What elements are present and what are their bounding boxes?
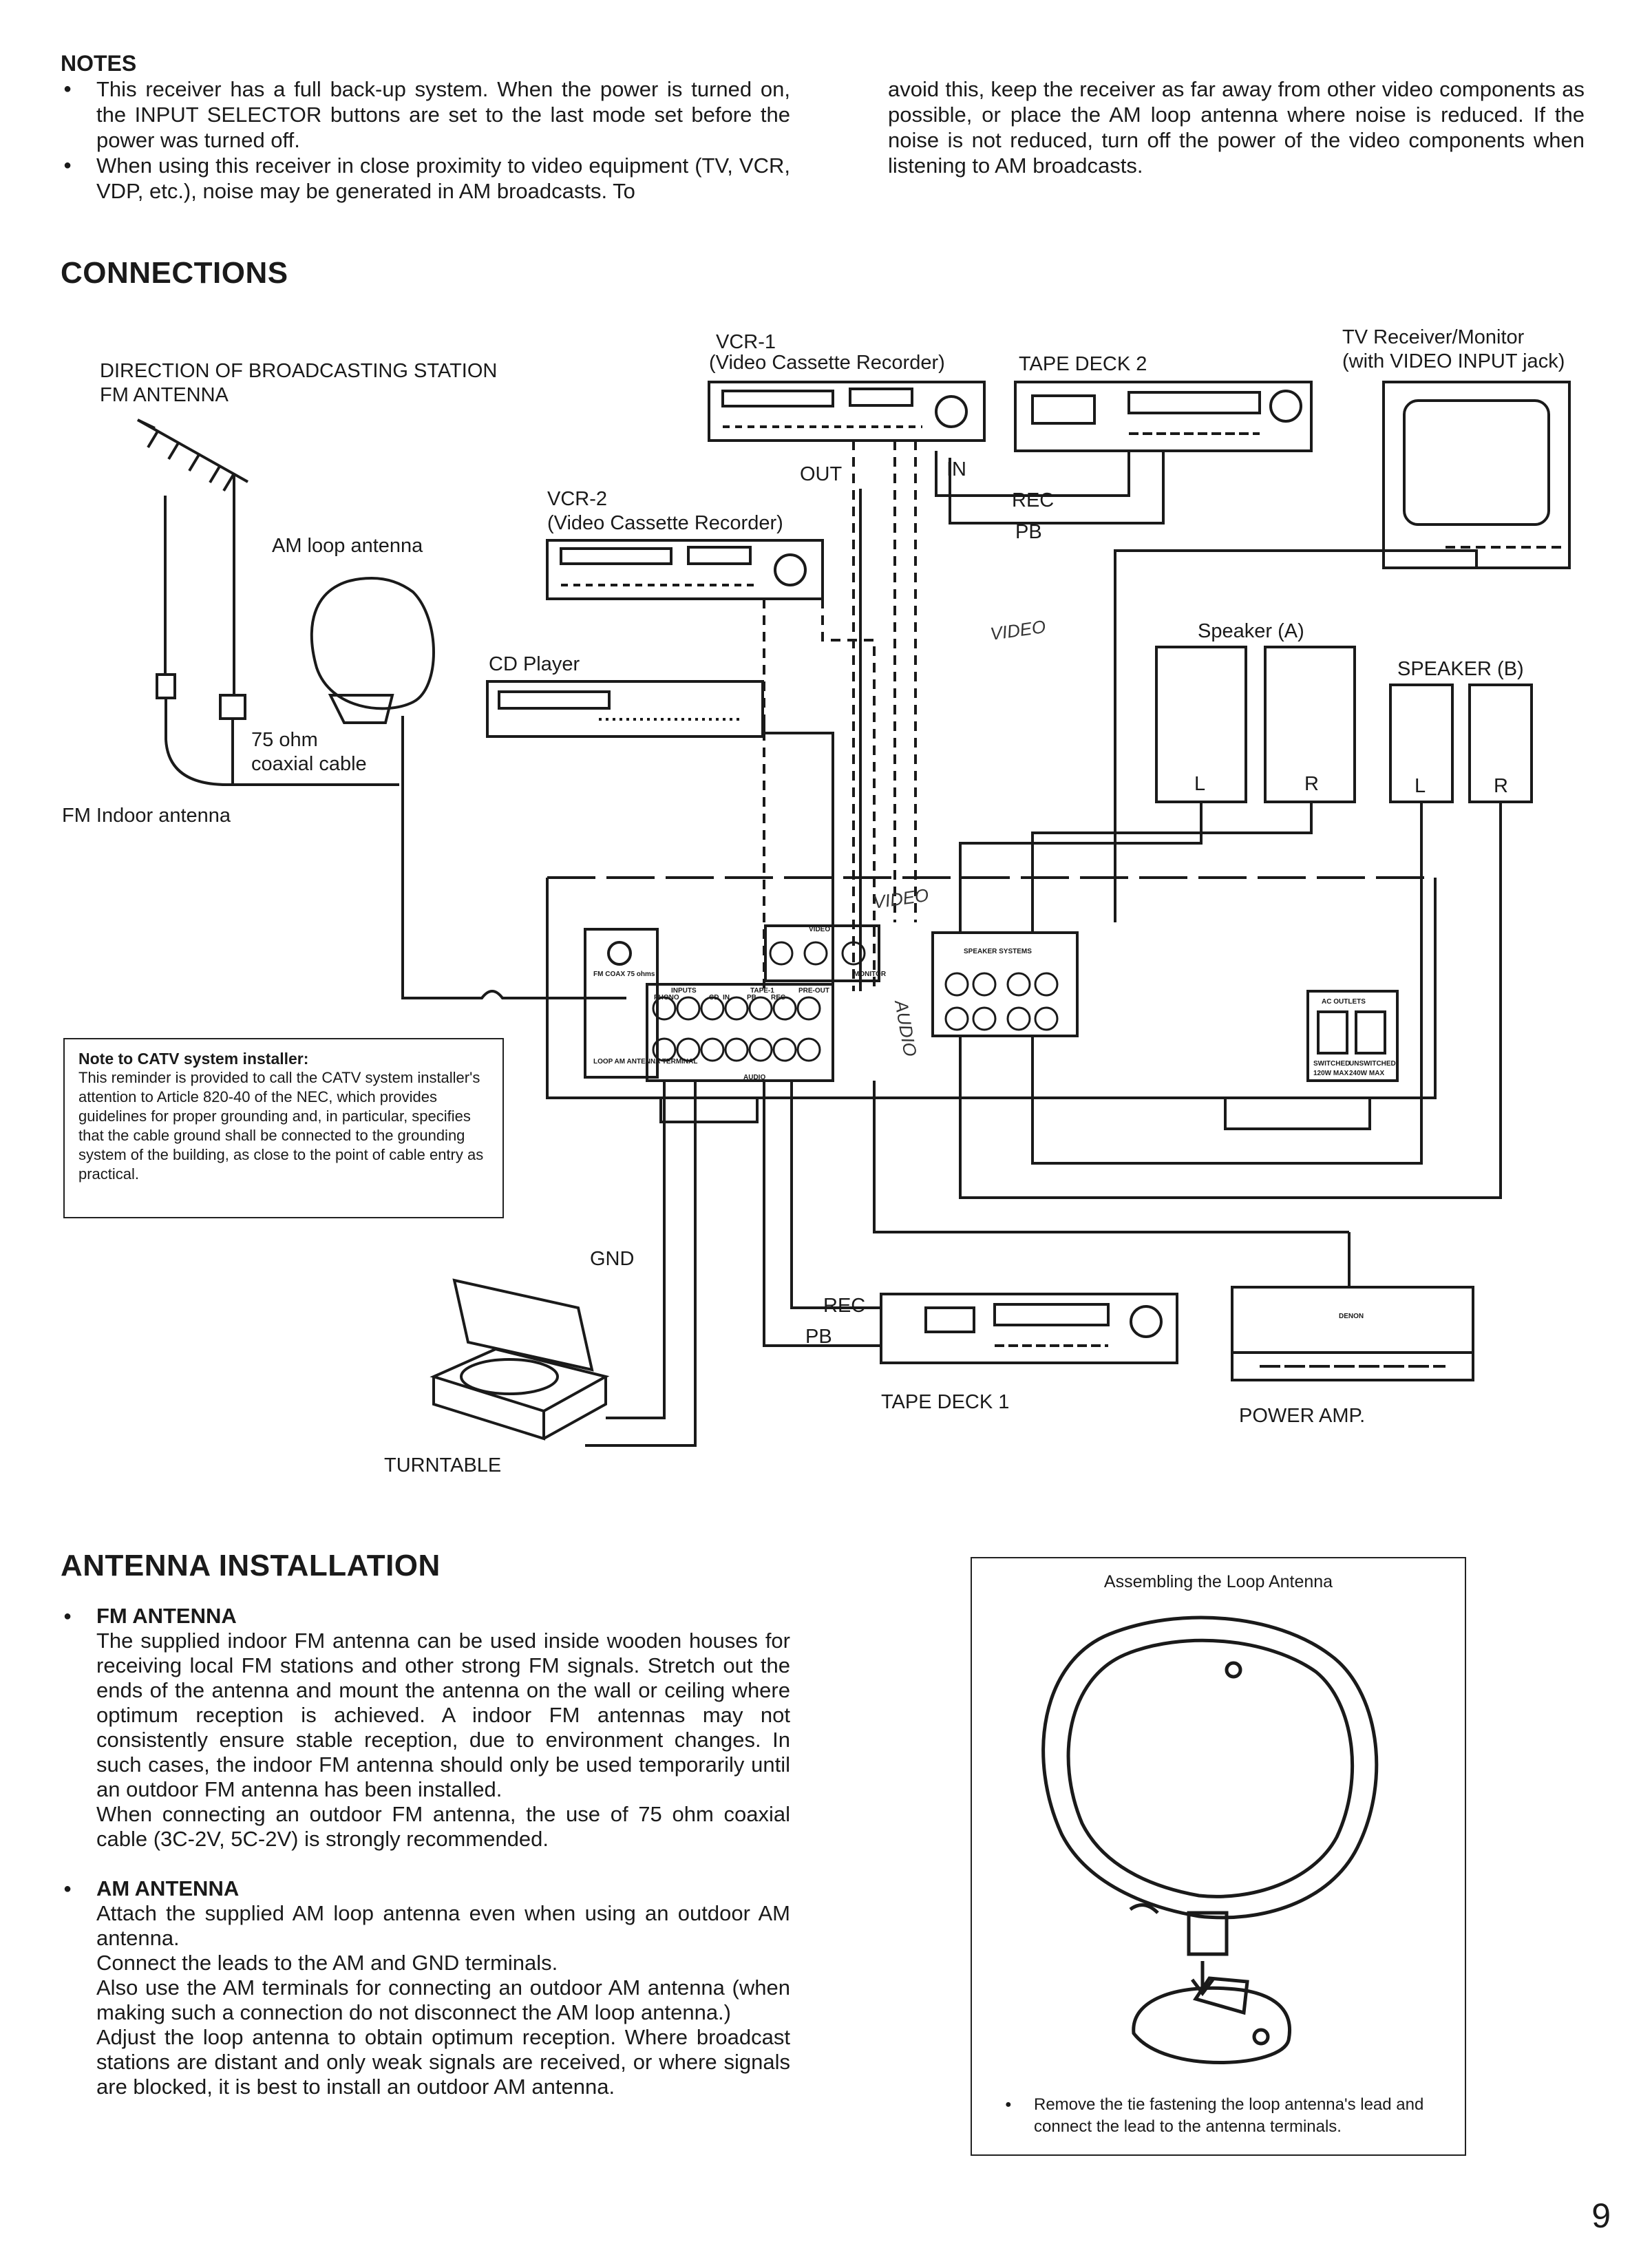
panel-rec-label: REC	[771, 994, 785, 1002]
turntable-icon	[430, 1278, 610, 1441]
panel-phono-label: PHONO	[654, 994, 679, 1002]
fm-connector-icon	[219, 694, 246, 720]
panel-unswitched-max: 240W MAX	[1349, 1070, 1384, 1077]
fm-antenna-icon	[137, 418, 248, 695]
coax-label-1: 75 ohm	[251, 729, 318, 751]
rec-label-2: REC	[823, 1295, 866, 1317]
notes-item: When using this receiver in close proxim…	[61, 153, 790, 204]
am-antenna-heading: AM ANTENNA	[61, 1876, 790, 1901]
speaker-a-label: Speaker (A)	[1198, 620, 1304, 642]
notes-right-column: avoid this, keep the receiver as far awa…	[888, 77, 1585, 178]
loop-figure-title: Assembling the Loop Antenna	[1103, 1572, 1333, 1591]
panel-tape1-label: TAPE-1	[750, 987, 774, 995]
direction-label: DIRECTION OF BROADCASTING STATION	[100, 360, 498, 382]
power-amp-icon	[1231, 1286, 1474, 1381]
gnd-label: GND	[590, 1248, 635, 1270]
fm-connector-icon	[156, 673, 176, 699]
fm-indoor-label: FM Indoor antenna	[62, 805, 231, 827]
pb-label-2: PB	[805, 1326, 832, 1348]
catv-note-body: This reminder is provided to call the CA…	[78, 1069, 484, 1183]
panel-pre-out-label: PRE-OUT	[798, 987, 829, 995]
am-antenna-paragraph: Connect the leads to the AM and GND term…	[96, 1951, 558, 1975]
speaker-b-label: SPEAKER (B)	[1397, 658, 1524, 680]
panel-cd-label: CD	[709, 994, 719, 1002]
vcr-2-icon	[546, 539, 824, 600]
vcr-2-sublabel: (Video Cassette Recorder)	[547, 512, 783, 534]
handwritten-video-note: VIDEO	[989, 616, 1047, 644]
cd-player-icon	[486, 680, 764, 738]
notes-title: NOTES	[61, 51, 137, 76]
notes-item: This receiver has a full back-up system.…	[61, 76, 790, 153]
panel-audio-label: AUDIO	[743, 1074, 765, 1081]
tape-deck-1-icon	[880, 1293, 1178, 1364]
turntable-label: TURNTABLE	[384, 1454, 502, 1476]
panel-ac-outlets-label: AC OUTLETS	[1322, 998, 1366, 1006]
am-loop-label: AM loop antenna	[272, 535, 423, 557]
vcr-2-label: VCR-2	[547, 488, 608, 510]
panel-in-label: IN	[723, 994, 730, 1002]
vcr-1-icon	[708, 381, 986, 442]
speaker-a-right-letter: R	[1304, 773, 1319, 795]
am-loop-antenna-icon	[310, 576, 435, 724]
antenna-installation-title: ANTENNA INSTALLATION	[61, 1549, 441, 1582]
notes-left-column: This receiver has a full back-up system.…	[61, 76, 790, 204]
handwritten-audio-note: AUDIO	[891, 997, 921, 1058]
tape-deck-2-icon	[1014, 381, 1313, 452]
panel-switched-max: 120W MAX	[1313, 1070, 1348, 1077]
panel-switched-label: SWITCHED	[1313, 1060, 1350, 1068]
panel-pb-label: PB	[747, 994, 756, 1002]
power-amp-label: POWER AMP.	[1239, 1405, 1366, 1427]
catv-note-box: Note to CATV system installer: This remi…	[63, 1038, 504, 1218]
connections-diagram: FM COAX 75 ohms LOOP AM ANTENNA TERMINAL…	[137, 381, 1571, 1447]
tv-label: TV Receiver/Monitor	[1342, 326, 1525, 348]
tv-sublabel: (with VIDEO INPUT jack)	[1342, 350, 1565, 372]
speaker-a-left-letter: L	[1194, 773, 1206, 795]
vcr-1-label: VCR-1	[716, 331, 776, 353]
am-antenna-paragraph: Attach the supplied AM loop antenna even…	[96, 1901, 790, 1950]
tape-deck-1-label: TAPE DECK 1	[881, 1391, 1010, 1413]
fm-antenna-label: FM ANTENNA	[100, 384, 229, 406]
catv-note-title: Note to CATV system installer:	[78, 1050, 309, 1068]
power-amp-brand: DENON	[1339, 1313, 1364, 1320]
loop-antenna-assembly-icon	[1041, 1615, 1379, 2064]
panel-speaker-systems-label: SPEAKER SYSTEMS	[964, 948, 1032, 955]
tape-deck-2-label: TAPE DECK 2	[1019, 353, 1147, 375]
vcr-1-sublabel: (Video Cassette Recorder)	[709, 352, 945, 374]
speaker-b-right-letter: R	[1494, 775, 1508, 797]
panel-monitor-label: MONITOR	[854, 971, 887, 978]
panel-video-label: VIDEO	[809, 926, 830, 933]
loop-antenna-figure: Assembling the Loop Antenna Remove the t…	[971, 1557, 1466, 2156]
antenna-text-column: FM ANTENNA The supplied indoor FM antenn…	[61, 1604, 790, 2099]
am-antenna-paragraph: Adjust the loop antenna to obtain optimu…	[96, 2025, 790, 2099]
in-label: IN	[946, 458, 966, 480]
fm-antenna-body: The supplied indoor FM antenna can be us…	[96, 1629, 790, 1801]
tv-monitor-icon	[1382, 381, 1571, 569]
rec-label: REC	[1012, 489, 1055, 511]
loop-figure-note: Remove the tie fastening the loop antenn…	[999, 2094, 1444, 2138]
pb-label: PB	[1015, 521, 1042, 543]
coax-label-2: coaxial cable	[251, 753, 367, 775]
fm-antenna-body-2: When connecting an outdoor FM antenna, t…	[96, 1802, 790, 1851]
connections-title: CONNECTIONS	[61, 256, 288, 290]
panel-unswitched-label: UNSWITCHED	[1349, 1060, 1396, 1068]
receiver-rear-panel	[546, 876, 1437, 1130]
cd-player-label: CD Player	[489, 653, 580, 675]
handwritten-video-note-2: VIDEO	[872, 884, 930, 913]
am-antenna-paragraph: Also use the AM terminals for connecting…	[96, 1975, 790, 2024]
page-number: 9	[1591, 2196, 1611, 2235]
speaker-b-left-letter: L	[1415, 775, 1426, 797]
panel-fm-label: FM COAX 75 ohms	[593, 971, 655, 978]
panel-inputs-label: INPUTS	[671, 987, 697, 995]
panel-loop-label: LOOP AM ANTENNA TERMINAL	[593, 1058, 697, 1066]
fm-antenna-heading: FM ANTENNA	[61, 1604, 790, 1629]
out-label: OUT	[800, 463, 843, 485]
